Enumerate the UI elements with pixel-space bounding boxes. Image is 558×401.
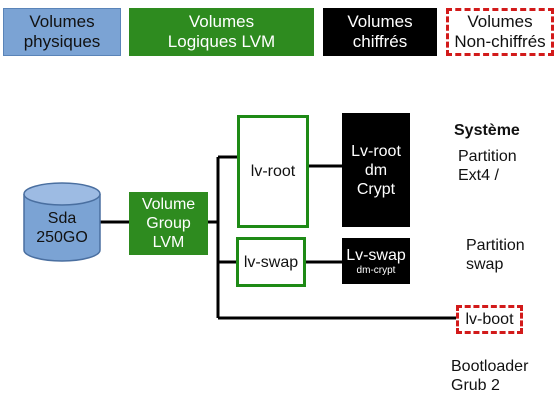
legend-unencrypted-volumes: Volumes Non-chiffrés [446, 8, 554, 56]
legend-unencrypted-line1: Volumes [467, 12, 533, 31]
vg-line2: Group [146, 215, 191, 232]
disk-cylinder-icon [23, 182, 101, 262]
crypt-root-line1: Lv-root [351, 142, 401, 160]
lv-root-node: lv-root [237, 115, 309, 228]
crypt-root-node: Lv-root dm Crypt [342, 113, 410, 227]
lv-swap-node: lv-swap [236, 237, 306, 287]
bootloader-label: Bootloader Grub 2 [451, 357, 528, 395]
crypt-swap-node: Lv-swap dm-crypt [342, 238, 410, 284]
bootloader-line1: Bootloader [451, 358, 529, 375]
legend-logical-volumes: Volumes Logiques LVM [129, 8, 314, 56]
systeme-heading: Système [454, 122, 520, 139]
crypt-swap-line2: dm-crypt [356, 264, 396, 276]
crypt-root-line2: dm [364, 161, 388, 179]
lv-boot-label: lv-boot [465, 310, 514, 328]
root-partition-line1: Partition [458, 148, 517, 165]
legend-physical-line1: Volumes [29, 12, 95, 31]
legend-logical-line1: Volumes [188, 12, 255, 31]
swap-partition-label: Partition swap [466, 236, 525, 274]
lv-swap-label: lv-swap [243, 253, 299, 271]
swap-partition-line1: Partition [466, 237, 525, 254]
swap-partition-line2: swap [466, 256, 504, 273]
legend-encrypted-line1: Volumes [347, 12, 413, 31]
crypt-root-line3: Crypt [356, 180, 396, 198]
legend-encrypted-volumes: Volumes chiffrés [323, 8, 437, 56]
legend-encrypted-line2: chiffrés [352, 32, 408, 51]
root-partition-line2: Ext4 / [458, 167, 499, 184]
lv-root-label: lv-root [250, 163, 296, 180]
vg-line1: Volume [141, 196, 196, 213]
sda-size: 250GO [36, 229, 88, 246]
bootloader-line2: Grub 2 [451, 377, 500, 394]
volume-group-node: Volume Group LVM [129, 192, 208, 255]
root-partition-label: Partition Ext4 / [458, 147, 517, 185]
legend-physical-line2: physiques [23, 32, 101, 51]
legend-unencrypted-line2: Non-chiffrés [454, 32, 546, 51]
crypt-swap-line1: Lv-swap [346, 246, 406, 264]
legend-logical-line2: Logiques LVM [167, 32, 276, 51]
sda-disk-node: Sda 250GO [24, 200, 100, 256]
sda-name: Sda [47, 210, 77, 227]
vg-line3: LVM [152, 234, 185, 251]
legend-physical-volumes: Volumes physiques [3, 8, 121, 56]
lv-boot-node: lv-boot [456, 305, 523, 334]
